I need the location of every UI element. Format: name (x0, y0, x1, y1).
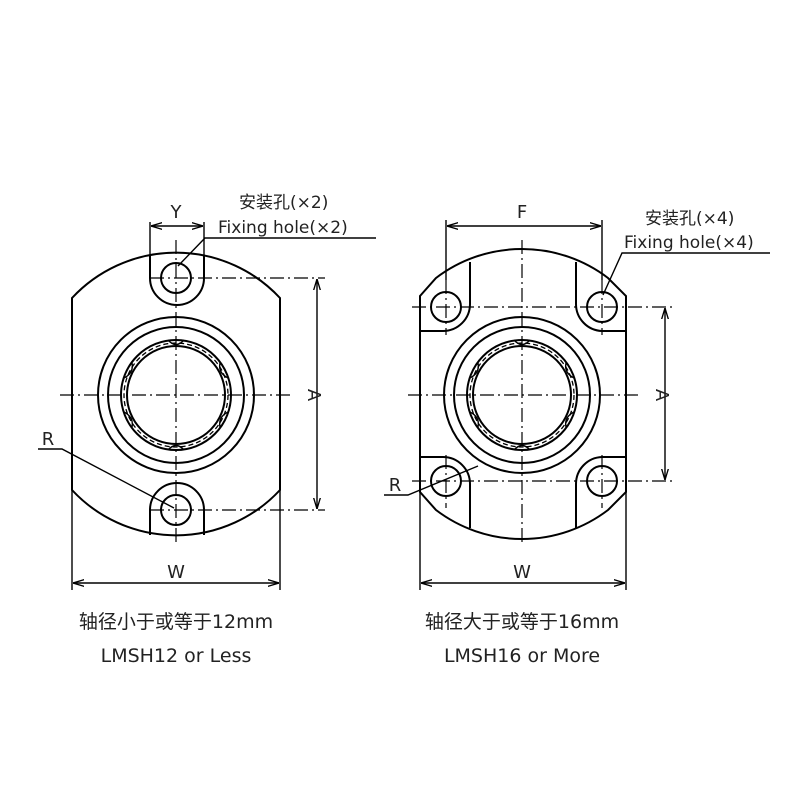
right-hole-label-en: Fixing hole(×4) (624, 233, 754, 253)
right-dim-r: R (389, 475, 402, 496)
left-caption-en: LMSH12 or Less (101, 645, 252, 667)
right-caption-en: LMSH16 or More (444, 645, 600, 667)
left-hole-label-cn: 安装孔(×2) (239, 193, 328, 213)
right-dim-a: A (651, 389, 672, 402)
right-dim-f: F (517, 202, 527, 223)
right-dim-w: W (513, 562, 531, 583)
left-caption-cn: 轴径小于或等于12mm (79, 611, 273, 633)
left-dim-w: W (167, 562, 185, 583)
right-caption-cn: 轴径大于或等于16mm (425, 611, 619, 633)
left-bottom-boss (149, 482, 205, 535)
left-drawing: Y 安装孔(×2) Fixing hole(×2) A W R (38, 193, 376, 590)
left-dim-r: R (42, 429, 55, 450)
left-dim-a: A (303, 389, 324, 402)
left-hole-label-en: Fixing hole(×2) (218, 218, 348, 238)
left-top-boss (149, 255, 205, 306)
right-drawing: F 安装孔(×4) Fixing hole(×4) A W R (384, 202, 770, 590)
right-hole-label-cn: 安装孔(×4) (645, 209, 734, 229)
left-dim-y: Y (170, 202, 183, 223)
